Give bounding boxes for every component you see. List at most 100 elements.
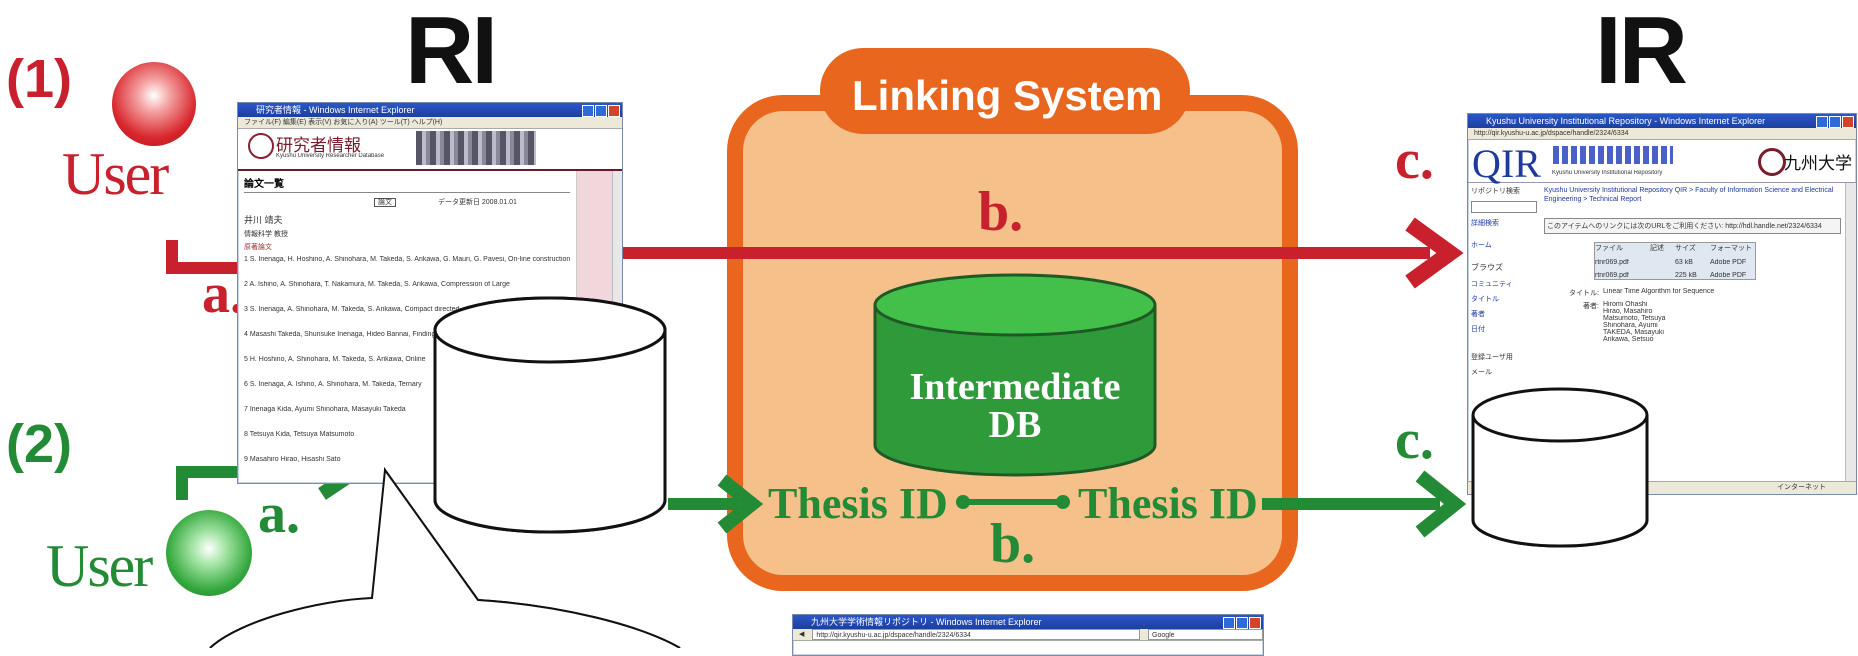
ir-sidebar: リポジトリ検索 詳細検索 ホーム ブラウズ コミュニティ タイトル 著者 日付 … bbox=[1468, 183, 1540, 483]
ir-files-table: ファイル 記述 サイズ フォーマット rtnr069.pdf 63 kB Ado… bbox=[1594, 242, 1756, 280]
file-format: Adobe PDF bbox=[1710, 259, 1747, 266]
ir-sidebar-item: ブラウズ bbox=[1471, 263, 1503, 272]
ir-sidebar-item[interactable]: ホーム bbox=[1471, 242, 1492, 249]
user-icon-green bbox=[166, 510, 252, 596]
minimize-icon[interactable] bbox=[1816, 116, 1828, 128]
ir-search-input[interactable] bbox=[1471, 201, 1537, 213]
kyushu-seal-icon bbox=[1758, 148, 1786, 176]
ri-category: 原著論文 bbox=[244, 244, 272, 251]
ir-file-row[interactable]: rtnr069.pdf 63 kB Adobe PDF bbox=[1595, 259, 1755, 266]
meta-author[interactable]: Arikawa, Setsuo bbox=[1603, 336, 1654, 343]
bottom-window-title: 九州大学学術情報リポジトリ - Windows Internet Explore… bbox=[811, 617, 1042, 627]
qir-banner bbox=[1553, 146, 1673, 164]
ri-entry[interactable]: 5 H. Hoshino, A. Shinohara, M. Takeda, S… bbox=[244, 356, 426, 363]
ir-breadcrumb[interactable]: Kyushu University Institutional Reposito… bbox=[1544, 187, 1834, 203]
close-icon[interactable] bbox=[608, 105, 620, 117]
ir-sidebar-item[interactable]: 著者 bbox=[1471, 311, 1485, 318]
ir-scrollbar[interactable] bbox=[1845, 183, 1856, 483]
linking-system-title: Linking System bbox=[852, 72, 1163, 119]
ir-meta-author-row: 著者: Hiromi Ohashi Hirao, Masahiro Matsum… bbox=[1544, 301, 1841, 343]
ri-date-note: データ更新日 2008.01.01 bbox=[437, 199, 517, 206]
close-icon[interactable] bbox=[1842, 116, 1854, 128]
ri-header-photo bbox=[416, 131, 536, 165]
ri-entry[interactable]: 6 S. Inenaga, A. Ishino, A. Shinohara, M… bbox=[244, 381, 422, 388]
ir-meta-title-row: タイトル: Linear Time Algorithm for Sequence bbox=[1544, 288, 1841, 298]
back-icon[interactable]: ◀ bbox=[799, 631, 805, 638]
files-col-header: サイズ bbox=[1675, 245, 1696, 252]
ri-site-subtitle: Kyushu University Researcher Database bbox=[276, 153, 385, 159]
meta-author[interactable]: Hiromi Ohashi bbox=[1603, 301, 1648, 308]
intermediate-db-line2: DB bbox=[988, 404, 1042, 446]
ir-sidebar-item[interactable]: リポジトリ検索 bbox=[1471, 188, 1520, 195]
file-name[interactable]: rtnr069.pdf bbox=[1595, 272, 1629, 279]
files-col-header: ファイル bbox=[1595, 245, 1623, 252]
ri-entry[interactable]: 1 S. Inenaga, H. Hoshino, A. Shinohara, … bbox=[244, 256, 571, 263]
ir-heading: IR bbox=[1595, 0, 1688, 104]
thesis-id-right: Thesis ID bbox=[1078, 479, 1258, 528]
ri-window-title: 研究者情報 - Windows Internet Explorer bbox=[256, 105, 415, 115]
ri-entry[interactable]: 8 Tetsuya Kida, Tetsuya Matsumoto bbox=[244, 431, 355, 438]
intermediate-db-cylinder bbox=[873, 273, 1157, 477]
bottom-window-titlebar: 九州大学学術情報リポジトリ - Windows Internet Explore… bbox=[793, 615, 1263, 629]
ri-entry[interactable]: 4 Masashi Takeda, Shunsuke Inenaga, Hide… bbox=[244, 331, 436, 338]
ri-heading: RI bbox=[405, 0, 498, 104]
flow1-number: (1) bbox=[6, 49, 72, 109]
ri-entry[interactable]: 7 Inenaga Kida, Ayumi Shinohara, Masayuk… bbox=[244, 406, 406, 413]
ri-section-title: 論文一覧 bbox=[244, 175, 571, 193]
ir-content: Kyushu University Institutional Reposito… bbox=[1540, 183, 1845, 483]
ir-sidebar-item[interactable]: コミュニティ bbox=[1471, 281, 1513, 288]
ri-entry-list: 1 S. Inenaga, H. Hoshino, A. Shinohara, … bbox=[244, 256, 570, 463]
flow1-step-c: c. bbox=[1395, 129, 1434, 191]
file-size: 63 kB bbox=[1675, 259, 1693, 266]
meta-author[interactable]: Shinohara, Ayumi bbox=[1603, 322, 1658, 329]
meta-author[interactable]: TAKEDA, Masayuki bbox=[1603, 329, 1664, 336]
bottom-address-bar[interactable]: http://qir.kyushu-u.ac.jp/dspace/handle/… bbox=[812, 629, 1140, 640]
meta-author[interactable]: Matsumoto, Tetsuya bbox=[1603, 315, 1666, 322]
ri-tab-label[interactable]: 論文 bbox=[374, 198, 396, 207]
maximize-icon[interactable] bbox=[595, 105, 607, 117]
meta-label-title: タイトル: bbox=[1569, 290, 1599, 297]
flow2-user-label: User bbox=[46, 533, 153, 599]
ri-researcher-sub: 情報科学 教授 bbox=[244, 231, 288, 238]
ri-site-header: 研究者情報 Kyushu University Researcher Datab… bbox=[238, 129, 622, 171]
ri-entry[interactable]: 3 S. Inenaga, A. Shinohara, M. Takeda, S… bbox=[244, 306, 460, 313]
ir-sidebar-item[interactable]: 日付 bbox=[1471, 326, 1485, 333]
meta-title: Linear Time Algorithm for Sequence bbox=[1603, 288, 1715, 295]
ir-notice: このアイテムへのリンクには次のURLをご利用ください: http://hdl.h… bbox=[1544, 218, 1841, 234]
qir-logo-sub: Kyushu University Institutional Reposito… bbox=[1552, 170, 1663, 176]
university-seal-icon bbox=[248, 133, 274, 159]
ir-address-bar[interactable]: http://qir.kyushu-u.ac.jp/dspace/handle/… bbox=[1468, 128, 1856, 140]
ri-entry[interactable]: 2 A. Ishino, A. Shinohara, T. Nakamura, … bbox=[244, 281, 510, 288]
file-size: 225 kB bbox=[1675, 272, 1697, 279]
file-name[interactable]: rtnr069.pdf bbox=[1595, 259, 1629, 266]
ir-sidebar-item[interactable]: タイトル bbox=[1471, 296, 1499, 303]
minimize-icon[interactable] bbox=[582, 105, 594, 117]
ir-window-titlebar: Kyushu University Institutional Reposito… bbox=[1468, 114, 1856, 128]
ir-sidebar-item[interactable]: メール bbox=[1471, 369, 1492, 376]
flow2-number: (2) bbox=[6, 414, 72, 474]
ri-entry[interactable]: 9 Masahiro Hirao, Hisashi Sato bbox=[244, 456, 341, 463]
intermediate-db-label: Intermediate DB bbox=[875, 368, 1155, 444]
file-format: Adobe PDF bbox=[1710, 272, 1747, 279]
meta-author[interactable]: Hirao, Masahiro bbox=[1603, 308, 1653, 315]
bottom-search-box[interactable]: Google bbox=[1148, 629, 1263, 640]
maximize-icon[interactable] bbox=[1236, 617, 1248, 629]
ri-menu-bar[interactable]: ファイル(F) 編集(E) 表示(V) お気に入り(A) ツール(T) ヘルプ(… bbox=[238, 117, 622, 129]
ri-content: 論文一覧 論文 データ更新日 2008.01.01 井川 靖夫 情報科学 教授 … bbox=[238, 171, 576, 483]
ri-site-title: 研究者情報 bbox=[276, 136, 361, 156]
ri-researcher: 井川 靖夫 bbox=[244, 215, 283, 225]
ir-file-row[interactable]: rtnr069.pdf 225 kB Adobe PDF bbox=[1595, 272, 1755, 279]
flow2-step-c: c. bbox=[1395, 409, 1434, 471]
maximize-icon[interactable] bbox=[1829, 116, 1841, 128]
thesis-link-dot-left bbox=[956, 495, 970, 509]
meta-label-author: 著者: bbox=[1583, 303, 1599, 310]
thesis-link-dot-right bbox=[1056, 495, 1070, 509]
ri-window-titlebar: 研究者情報 - Windows Internet Explorer bbox=[238, 103, 622, 117]
ir-sidebar-item[interactable]: 詳細検索 bbox=[1471, 220, 1499, 227]
bottom-address-row: ◀ http://qir.kyushu-u.ac.jp/dspace/handl… bbox=[793, 629, 1263, 641]
minimize-icon[interactable] bbox=[1223, 617, 1235, 629]
ir-window-title: Kyushu University Institutional Reposito… bbox=[1486, 116, 1766, 126]
ir-site-header: QIR Kyushu University Institutional Repo… bbox=[1468, 140, 1856, 186]
close-icon[interactable] bbox=[1249, 617, 1261, 629]
